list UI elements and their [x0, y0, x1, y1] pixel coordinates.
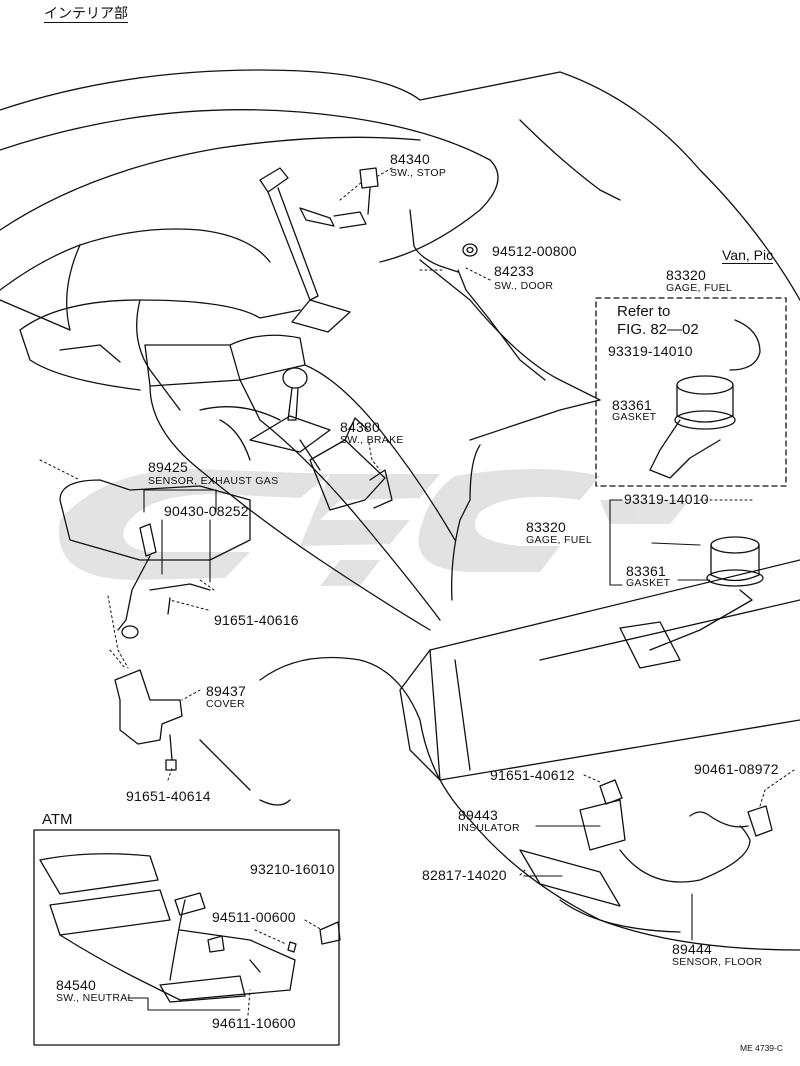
part-number-91651-40614: 91651-40614 [126, 788, 211, 804]
part-number-93319-14010-upper: 93319-14010 [608, 343, 693, 359]
reference-line-1: Refer to [617, 303, 671, 320]
reference-line-2: FIG. 82—02 [617, 321, 699, 338]
figure-code: ME 4739-C [740, 1043, 783, 1053]
part-desc-83361-lower: GASKET [626, 577, 671, 589]
part-desc-84380: SW., BRAKE [340, 434, 404, 446]
part-number-84340: 84340 [390, 151, 430, 167]
section-title: インテリア部 [44, 5, 128, 23]
part-desc-84340: SW., STOP [390, 167, 447, 179]
floor-sensor [519, 779, 773, 907]
parking-brake-switch [299, 417, 393, 511]
part-number-89444: 89444 [672, 941, 712, 957]
part-number-83320-upper: 83320 [666, 267, 706, 283]
part-number-90461-08972: 90461-08972 [694, 761, 779, 777]
part-desc-84540: SW., NEUTRAL [56, 992, 134, 1004]
part-number-84380: 84380 [340, 419, 380, 435]
atm-box [33, 829, 340, 1046]
part-number-89443: 89443 [458, 807, 498, 823]
part-number-93210-16010: 93210-16010 [250, 861, 335, 877]
part-desc-89437: COVER [206, 698, 245, 710]
part-number-91651-40616: 91651-40616 [214, 612, 299, 628]
rear-body-outline [199, 399, 800, 951]
atm-title: ATM [42, 811, 73, 828]
leader-lines [39, 167, 795, 1016]
part-desc-83361-upper: GASKET [612, 411, 657, 423]
part-number-94611-10600: 94611-10600 [212, 1015, 296, 1031]
variant-label: Van, Pic [722, 247, 774, 264]
part-number-83361-lower: 83361 [626, 563, 666, 579]
part-number-83361-upper: 83361 [612, 397, 652, 413]
part-desc-89425: SENSOR, EXHAUST GAS [148, 475, 279, 487]
part-number-89425: 89425 [148, 459, 188, 475]
part-number-91651-40612: 91651-40612 [490, 767, 575, 783]
vehicle-body-outline [0, 69, 800, 631]
part-number-93319-14010-lower: 93319-14010 [624, 491, 709, 507]
part-number-84233: 84233 [494, 263, 534, 279]
part-number-89437: 89437 [206, 683, 246, 699]
part-desc-84233: SW., DOOR [494, 280, 554, 292]
door-switch [409, 209, 546, 381]
cover-89437 [114, 669, 183, 771]
part-number-94511-00600: 94511-00600 [212, 909, 296, 925]
part-desc-89443: INSULATOR [458, 822, 520, 834]
fuel-gage-upper [649, 319, 761, 479]
part-number-94512-00800: 94512-00800 [492, 243, 577, 259]
part-desc-89444: SENSOR, FLOOR [672, 956, 763, 968]
van-pic-dashed-box [595, 297, 787, 487]
brake-pedal [259, 167, 379, 333]
bracket-lines [127, 489, 711, 1011]
atm-shifter [39, 853, 341, 1003]
part-desc-83320-lower: GAGE, FUEL [526, 534, 593, 546]
fuel-gage-lower [649, 536, 764, 651]
part-number-82817-14020: 82817-14020 [422, 867, 507, 883]
part-desc-83320-upper: GAGE, FUEL [666, 282, 733, 294]
shift-lever [199, 367, 331, 453]
part-number-90430-08252: 90430-08252 [164, 503, 249, 519]
part-number-84540: 84540 [56, 977, 96, 993]
part-number-83320-lower: 83320 [526, 519, 566, 535]
